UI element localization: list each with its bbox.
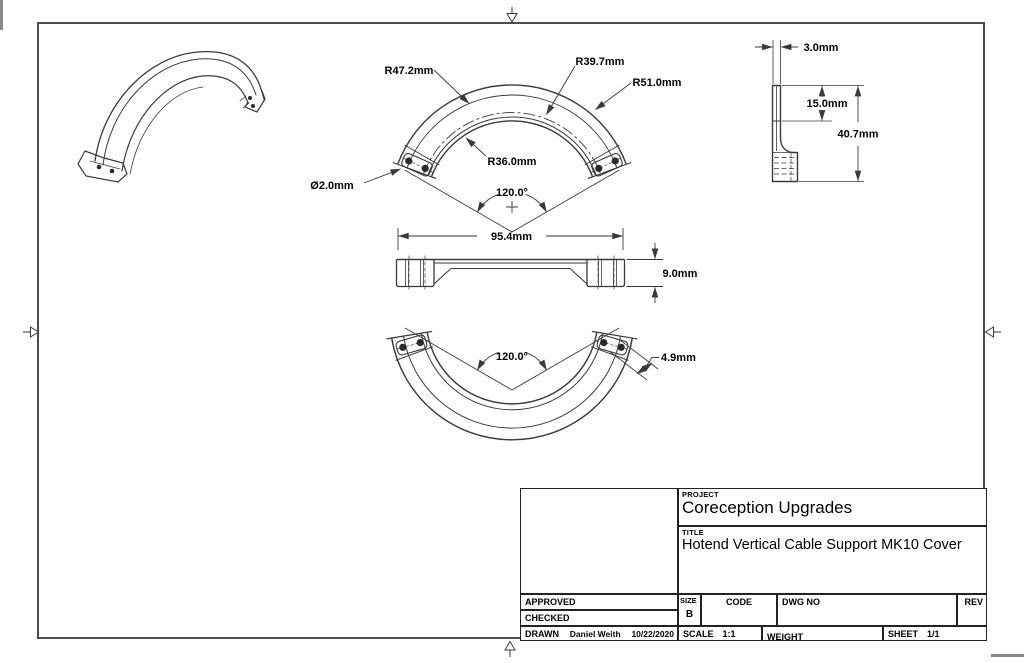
weight-label: WEIGHT (767, 632, 803, 642)
sheet-cell: SHEET 1/1 (883, 626, 987, 641)
bottom-view (386, 330, 638, 441)
dim-hole-dia: Ø2.0mm (310, 180, 354, 192)
size-cell: SIZE B (678, 594, 701, 626)
weight-cell: WEIGHT (762, 626, 883, 642)
mount-hole (617, 343, 625, 351)
mount-hole (399, 343, 407, 351)
dim-r39: R39.7mm (576, 56, 625, 68)
isometric-view (77, 50, 266, 183)
dim-width-95: 95.4mm (491, 231, 532, 243)
dim-thickness-4-9: 4.9mm (661, 352, 696, 364)
mount-hole (421, 164, 429, 172)
drawn-label: DRAWN (525, 629, 559, 639)
size-value: B (685, 609, 694, 620)
title-label: TITLE (682, 528, 704, 537)
dim-r36: R36.0mm (488, 156, 537, 168)
drawing-border-frame (37, 22, 985, 639)
center-marker-bottom-icon (504, 640, 516, 657)
approved-label: APPROVED (525, 597, 576, 607)
mount-hole (595, 164, 603, 172)
scale-cell: SCALE 1:1 (678, 626, 762, 641)
checked-label: CHECKED (525, 613, 570, 623)
title-value: Hotend Vertical Cable Support MK10 Cover (682, 537, 962, 553)
dim-angle-front: 120.0° (496, 187, 528, 199)
flat-front-view (395, 255, 626, 291)
mount-hole (405, 157, 413, 165)
side-profile-dimensions: 3.0mm 15.0mm 40.7mm (755, 42, 879, 182)
drawn-date: 10/22/2020 (631, 629, 674, 639)
dim-height-40: 40.7mm (838, 129, 879, 141)
screen-edge-artifact-topleft (0, 0, 3, 30)
checked-row: CHECKED (520, 610, 678, 626)
sheet-label: SHEET (888, 629, 919, 639)
code-label: CODE (725, 597, 752, 607)
project-label: PROJECT (682, 490, 719, 499)
screen-edge-artifact-bottomright (991, 654, 1024, 657)
dim-angle-bottom: 120.0° (496, 351, 528, 363)
rev-cell: REV (957, 594, 987, 626)
sheet-center-markers (23, 7, 1001, 657)
drawn-row: DRAWN Daniel Weith 10/22/2020 (520, 626, 678, 641)
center-marker-left-icon (23, 326, 40, 338)
side-profile-view (771, 40, 799, 183)
front-arc-dimensions: 120.0° R47.2mm R39.7mm R51.0mm R36.0mm Ø… (310, 56, 682, 250)
rev-label: REV (964, 597, 983, 607)
front-arc-view (392, 84, 632, 180)
scale-label: SCALE (683, 629, 714, 639)
project-value: Coreception Upgrades (682, 498, 853, 517)
scale-value: 1:1 (722, 629, 736, 639)
size-label: SIZE (680, 596, 697, 605)
dim-lip-15: 15.0mm (807, 98, 848, 110)
bottom-view-dimensions: 120.0° 4.9mm (404, 327, 696, 391)
dim-r47: R47.2mm (385, 65, 434, 77)
mount-hole (600, 339, 608, 347)
mount-hole (416, 339, 424, 347)
project-cell: PROJECT Coreception Upgrades (678, 488, 987, 526)
dim-wall-3: 3.0mm (804, 42, 839, 54)
center-marker-top-icon (506, 7, 518, 23)
mount-hole (611, 157, 619, 165)
flat-front-dimensions: 9.0mm (626, 243, 698, 303)
approved-row: APPROVED (520, 594, 678, 610)
dim-r51: R51.0mm (633, 77, 682, 89)
title-block-empty-cell (520, 488, 678, 594)
dim-height-9: 9.0mm (663, 268, 698, 280)
center-marker-right-icon (984, 326, 1001, 338)
dwg-no-cell: DWG NO (777, 594, 957, 626)
title-cell: TITLE Hotend Vertical Cable Support MK10… (678, 526, 987, 594)
arc-center-mark (506, 201, 518, 213)
drawn-name: Daniel Weith (569, 629, 621, 639)
code-cell: CODE (701, 594, 777, 626)
dwg-no-label: DWG NO (782, 597, 820, 607)
sheet-value: 1/1 (927, 629, 940, 639)
